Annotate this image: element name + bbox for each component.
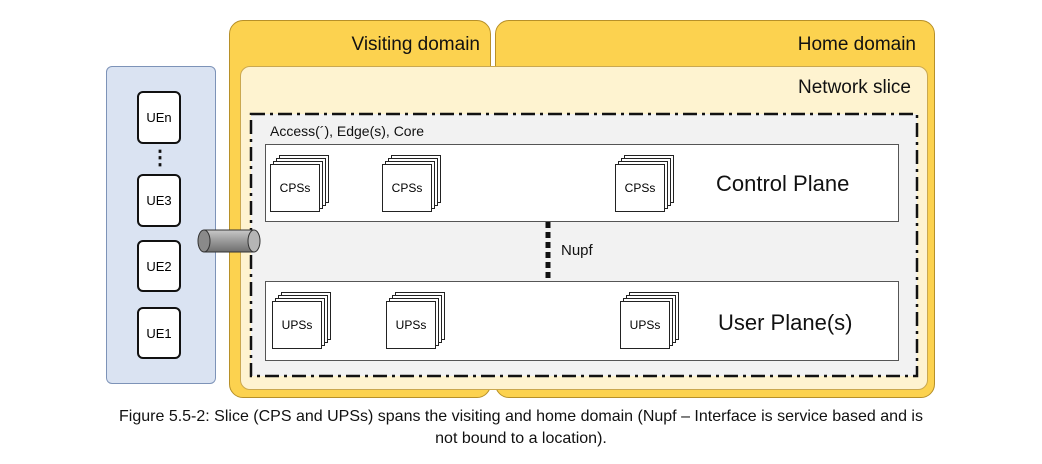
visiting-domain-label: Visiting domain [351,34,480,55]
control-plane: CPSs CPSs CPSs Control Plane [265,144,899,222]
slice-scope-label: Access(´), Edge(s), Core [270,123,425,139]
cps-stack-3: CPSs [615,155,675,212]
network-slice-label: Network slice [798,77,911,98]
ue-1: UE1 [137,307,181,359]
user-plane-label: User Plane(s) [718,310,853,335]
figure-caption-line-2: not bound to a location). [435,430,607,447]
ups-stack-1: UPSs [272,292,332,349]
nupf-interface-line [545,222,551,280]
cps-label-1: CPSs [279,181,311,195]
ue-2: UE2 [137,240,181,292]
cps-stack-2: CPSs [382,155,442,212]
ups-label-2: UPSs [395,318,427,332]
ue-connector-pipe [197,229,261,253]
cps-label-3: CPSs [624,181,656,195]
user-plane: UPSs UPSs UPSs User Plane(s) [265,281,899,361]
ue-n: UEn [137,91,181,144]
ups-stack-2: UPSs [386,292,446,349]
ue-3: UE3 [137,174,181,227]
home-domain-label: Home domain [797,34,916,55]
nupf-interface-label: Nupf [561,242,593,259]
figure-caption-line-1: Figure 5.5-2: Slice (CPS and UPSs) spans… [119,408,923,425]
ups-stack-3: UPSs [620,292,680,349]
ue-ellipsis: ⋮ [150,147,170,169]
cps-stack-1: CPSs [270,155,330,212]
ups-label-3: UPSs [629,318,661,332]
cps-label-2: CPSs [391,181,423,195]
ups-label-1: UPSs [281,318,313,332]
control-plane-label: Control Plane [716,171,850,196]
